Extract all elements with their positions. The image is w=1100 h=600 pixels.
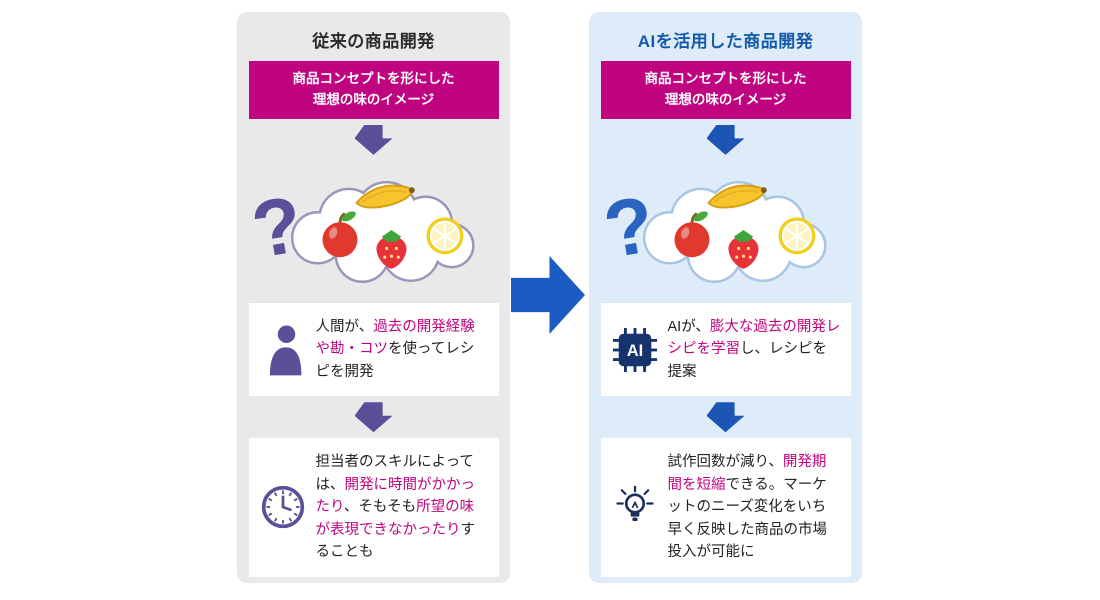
outcome-text-traditional: 担当者のスキルによっては、開発に時間がかかったり、そもそも所望の味が表現できなか… bbox=[315, 454, 476, 561]
arrow-down-icon bbox=[706, 124, 745, 155]
arrow-down-icon bbox=[354, 124, 393, 155]
lemon-icon bbox=[777, 217, 815, 255]
process-text-ai: AIが、膨大な過去の開発レシピを学習し、レシピを提案 bbox=[667, 318, 841, 380]
concept-line-1: 商品コンセプトを形にした bbox=[292, 71, 455, 86]
process-box-ai: AI AIが、膨大な過去の開発レシピを学習し、レシピを提案 bbox=[600, 302, 851, 397]
concept-box-ai: 商品コンセプトを形にした 理想の味のイメージ bbox=[600, 61, 851, 119]
concept-line-1: 商品コンセプトを形にした bbox=[644, 71, 807, 86]
panel-traditional: 従来の商品開発 商品コンセプトを形にした 理想の味のイメージ ? bbox=[237, 12, 510, 583]
arrow-down-icon bbox=[706, 402, 745, 433]
banana-icon bbox=[706, 184, 767, 209]
apple-icon bbox=[322, 211, 357, 258]
process-text-traditional: 人間が、過去の開発経験や勘・コツを使ってレシピを開発 bbox=[315, 318, 475, 380]
strawberry-icon bbox=[375, 229, 406, 269]
ai-chip-label: AI bbox=[626, 341, 642, 359]
flow-arrow-right-icon bbox=[511, 256, 585, 334]
person-icon bbox=[259, 324, 307, 376]
lightbulb-icon bbox=[611, 484, 659, 530]
strawberry-icon bbox=[727, 229, 758, 269]
process-box-traditional: 人間が、過去の開発経験や勘・コツを使ってレシピを開発 bbox=[248, 302, 499, 397]
outcome-box-ai: 試作回数が減り、開発期間を短縮できる。マーケットのニーズ変化をいち早く反映した商… bbox=[600, 438, 851, 577]
concept-line-2: 理想の味のイメージ bbox=[312, 91, 435, 107]
outcome-text-ai: 試作回数が減り、開発期間を短縮できる。マーケットのニーズ変化をいち早く反映した商… bbox=[667, 454, 828, 561]
question-mark-icon: ? bbox=[599, 179, 661, 275]
apple-icon bbox=[674, 211, 709, 258]
outcome-box-traditional: 担当者のスキルによっては、開発に時間がかかったり、そもそも所望の味が表現できなか… bbox=[248, 438, 499, 577]
ai-chip-icon: AI bbox=[611, 327, 659, 373]
idea-cloud-illustration: ? bbox=[599, 179, 827, 283]
panel-title-ai: AIを活用した商品開発 bbox=[637, 32, 814, 51]
question-mark-icon: ? bbox=[247, 179, 309, 275]
panel-title-traditional: 従来の商品開発 bbox=[312, 32, 435, 51]
lemon-icon bbox=[425, 217, 463, 255]
clock-icon bbox=[259, 484, 307, 530]
concept-line-2: 理想の味のイメージ bbox=[664, 91, 787, 107]
arrow-down-icon bbox=[354, 402, 393, 433]
idea-cloud-illustration: ? bbox=[247, 179, 475, 283]
concept-box-traditional: 商品コンセプトを形にした 理想の味のイメージ bbox=[248, 61, 499, 119]
panel-ai: AIを活用した商品開発 商品コンセプトを形にした 理想の味のイメージ ? bbox=[589, 12, 862, 583]
banana-icon bbox=[354, 184, 415, 209]
